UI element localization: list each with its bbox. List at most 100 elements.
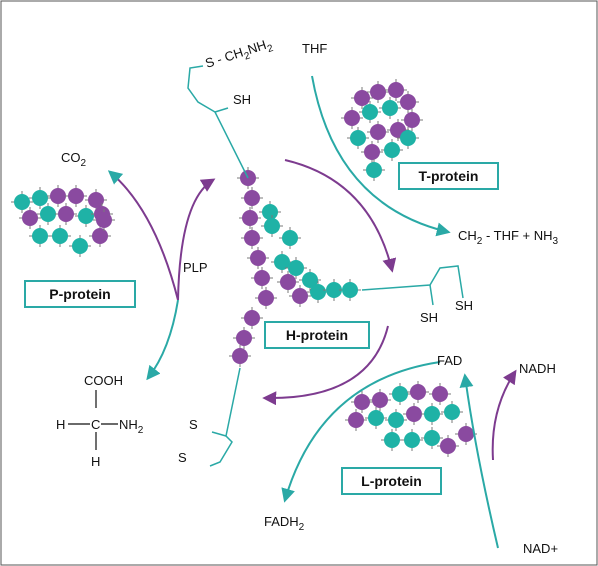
l-protein-bead [441,401,463,423]
arrow-to-nadh [491,369,517,461]
p-protein-bead [89,225,111,247]
p-protein-label: P-protein [49,286,110,302]
h-protein-bead [289,285,311,307]
p-protein-bead [55,203,77,225]
p-protein-bead [75,205,97,227]
label-h-left: H [56,417,65,432]
lipoyl-arm-top [187,65,249,179]
t-protein-bead [385,79,407,101]
h-protein-bead [299,269,321,291]
arrow-plp-to-h [177,178,216,301]
p-protein-bead [85,189,107,211]
label-s-2: S [178,450,187,465]
label-nh2: NH2 [119,417,144,436]
label-s-1: S [189,417,198,432]
h-protein-bead [239,207,261,229]
protein-beads [11,79,477,457]
l-protein-label: L-protein [361,473,422,489]
l-protein-bead [401,429,423,451]
label-fadh2: FADH2 [264,514,305,533]
t-protein-box: T-protein [398,162,499,190]
arrow-h-to-t [284,159,397,273]
lipoyl-arm-bottom [209,367,241,467]
label-nadh: NADH [519,361,556,376]
t-protein-bead [341,107,363,129]
label-nad: NAD+ [523,541,558,556]
l-protein-bead [389,383,411,405]
label-co2: CO2 [61,150,87,169]
arrow-nad-to-fad [459,373,499,549]
label-thf: THF [302,41,327,56]
h-protein-bead [307,281,329,303]
p-protein-bead [65,185,87,207]
label-fad: FAD [437,353,462,368]
t-protein-bead [367,81,389,103]
arrow-to-fadh2 [281,361,441,503]
lipoyl-arm-top-sh [214,107,229,113]
t-protein-bead [397,127,419,149]
h-protein-bead [285,257,307,279]
l-protein-bead [437,435,459,457]
t-protein-bead [397,91,419,113]
lipoyl-arms [187,65,464,467]
label-ch2-thf-nh3: CH2 - THF + NH3 [458,228,559,247]
l-protein-bead [381,429,403,451]
label-sh-right-1: SH [420,310,438,325]
label-sh-top: SH [233,92,251,107]
reaction-arrows [107,75,517,549]
p-protein-bead [29,187,51,209]
h-protein-bead [255,287,277,309]
l-protein-bead [407,381,429,403]
glycine-structure: COOH H C NH2 H [56,373,144,469]
p-protein-bead [49,225,71,247]
h-protein-bead [271,251,293,273]
arrow-l-to-h [262,325,389,406]
t-protein-bead [347,127,369,149]
h-protein-label: H-protein [286,327,348,343]
label-cooh: COOH [84,373,123,388]
text-labels: THF S - CH2NH2 SH CO2 PLP CH2 - THF + NH… [56,37,559,556]
t-protein-bead [359,101,381,123]
h-protein-bead [247,247,269,269]
l-protein-box: L-protein [341,467,442,495]
t-protein-bead [379,97,401,119]
t-protein-label: T-protein [419,168,479,184]
label-h-bottom: H [91,454,100,469]
h-protein-bead [241,187,263,209]
l-protein-bead [421,427,443,449]
label-sh-right-2: SH [455,298,473,313]
p-protein-bead [69,235,91,257]
t-protein-bead [367,121,389,143]
lipoyl-arm-bottom-s [211,431,227,437]
t-protein-bead [361,141,383,163]
t-protein-bead [351,87,373,109]
l-protein-bead [365,407,387,429]
h-protein-bead [233,327,255,349]
lipoyl-arm-right [361,265,464,299]
protein-boxes: T-protein P-protein H-protein L-protein [24,162,499,495]
l-protein-bead [429,383,451,405]
t-protein-bead [381,139,403,161]
h-protein-bead [261,215,283,237]
h-protein-bead [241,307,263,329]
t-protein-bead [401,109,423,131]
p-protein-bead [93,209,115,231]
h-protein-bead [251,267,273,289]
l-protein-bead [385,409,407,431]
l-protein-bead [369,389,391,411]
p-protein-bead [29,225,51,247]
l-protein-bead [351,391,373,413]
l-protein-bead [345,409,367,431]
p-protein-bead [19,207,41,229]
lipoyl-arm-right-sh [429,284,434,306]
h-protein-bead [277,271,299,293]
t-protein-bead [363,159,385,181]
l-protein-bead [421,403,443,425]
arrow-thf-to-ch2thf [311,75,451,237]
p-protein-box: P-protein [24,280,136,308]
h-protein-bead [279,227,301,249]
h-protein-box: H-protein [264,321,370,349]
arrow-to-glycine [146,299,179,381]
